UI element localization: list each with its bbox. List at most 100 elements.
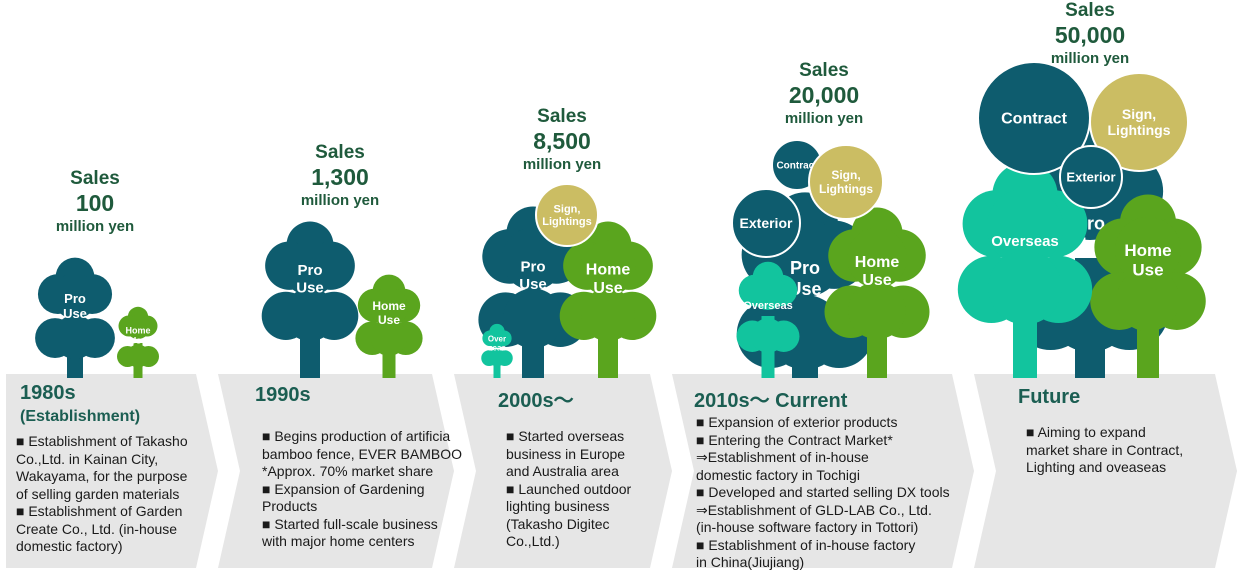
bullet-line: business in Europe <box>506 445 626 462</box>
bubble-label: Contract <box>776 161 818 172</box>
bullet-line: (Takasho Digitec <box>506 515 610 532</box>
arrow-segment-3 <box>454 374 672 568</box>
bubble-label: Sign, <box>831 168 860 182</box>
bubble-label: Contract <box>1001 111 1067 128</box>
bubble-future-sign-lightings: Sign,Lightings <box>1089 72 1189 172</box>
sales-unit: million yen <box>55 218 135 235</box>
bubble-label: Exterior <box>740 215 793 231</box>
bullet-line: ■ Begins production of artificia <box>262 428 451 444</box>
bubble-2000s-sign-lightings: Sign,Lightings <box>535 183 599 247</box>
bullet-line: Co.,Ltd.) <box>506 533 560 549</box>
sales-label: Sales <box>315 142 365 163</box>
bubble-label: Sign, <box>554 203 581 215</box>
tree-label: Pro <box>520 259 545 276</box>
bubble-2010s-sign-lightings: Sign,Lightings <box>808 144 884 220</box>
tree-label: Pro <box>64 291 86 306</box>
era-subtitle-1: (Establishment) <box>20 408 141 425</box>
era-title-3: 2000s〜 <box>498 390 574 412</box>
sales-label: Sales <box>1065 0 1115 21</box>
tree-label: Use <box>593 280 622 297</box>
bullet-line: and Australia area <box>506 463 619 479</box>
tree-2000s-overseas: Overseas <box>481 323 513 378</box>
bubble-label: Sign, <box>1122 106 1156 122</box>
era-title-5: Future <box>1018 386 1081 408</box>
bullet-line: ⇒Establishment of GLD-LAB Co., Ltd. <box>696 501 932 518</box>
bullet-line: ■ Establishment of Takasho <box>16 433 188 449</box>
tree-label: Use <box>63 306 87 321</box>
tree-label: Use <box>296 279 324 296</box>
bullet-line: ■ Launched outdoor <box>506 480 632 497</box>
tree-label: Pro <box>297 262 322 279</box>
tree-label: Overseas <box>743 300 793 312</box>
tree-label: Pro <box>790 258 820 278</box>
bullet-line: bamboo fence, EVER BAMBOO <box>262 445 462 462</box>
arrow-segment-4 <box>672 374 974 568</box>
bullet-line: domestic factory in Tochigi <box>696 466 860 483</box>
bubble-label: Lightings <box>542 216 592 228</box>
tree-label: Home <box>125 325 150 335</box>
bullet-line: *Approx. 70% market share <box>262 463 434 479</box>
bubble-label: Lightings <box>819 182 873 196</box>
bullet-line: Products <box>262 498 318 514</box>
timeline-arrow-band <box>6 374 1237 568</box>
bullet-line: ■ Developed and started selling DX tools <box>696 484 950 500</box>
sales-unit: million yen <box>784 110 864 127</box>
bubble-2010s-exterior: Exterior <box>731 188 801 258</box>
arrow-segment-1 <box>6 374 218 568</box>
tree-label: Home <box>855 254 900 271</box>
sales-value: 8,500 <box>533 128 591 154</box>
tree-label: Use <box>130 336 147 346</box>
tree-future-overseas: Overseas <box>957 162 1093 378</box>
era-bullets-4: ■ Expansion of exterior products■ Enteri… <box>696 414 950 572</box>
bullet-line: ■ Started full-scale business <box>262 515 438 532</box>
bullet-line: Wakayama, for the purpose <box>16 468 188 484</box>
era-title-1: 1980s <box>20 382 76 404</box>
bullet-line: ■ Started overseas <box>506 428 625 444</box>
tree-label: Use <box>1132 260 1163 279</box>
sales-label: Sales <box>799 60 849 81</box>
tree-label: Use <box>862 272 891 289</box>
bullet-line: ■ Expansion of Gardening <box>262 480 425 497</box>
bullet-line: domestic factory) <box>16 538 123 554</box>
sales-value: 20,000 <box>788 82 860 108</box>
bullet-line: ■ Expansion of exterior products <box>696 414 898 430</box>
era-title-4: 2010s〜 Current <box>694 390 848 412</box>
bullet-line: ⇒Establishment of in-house <box>696 449 869 465</box>
tree-label: Over <box>488 334 506 343</box>
sales-value: 100 <box>75 190 115 216</box>
bubble-future-exterior: Exterior <box>1059 145 1123 209</box>
tree-label: Home <box>586 262 631 279</box>
tree-label: Home <box>1124 241 1171 260</box>
sales-label: Sales <box>70 168 120 189</box>
tree-label: Home <box>372 299 406 313</box>
sales-label: Sales <box>537 106 587 127</box>
trees-layer: ProUseHomeUseProUseHomeUseProUseHomeUseO… <box>35 61 1206 378</box>
sales-unit: million yen <box>1050 50 1130 67</box>
sales-value: 1,300 <box>311 164 369 190</box>
tree-2010s-overseas: Overseas <box>736 261 800 378</box>
bullet-line: ■ Establishment of Garden <box>16 503 183 519</box>
tree-label: Use <box>519 276 547 293</box>
bullet-line: in China(Jiujiang) <box>696 554 805 570</box>
arrow-segment-5 <box>974 374 1237 568</box>
bubble-label: Exterior <box>1066 170 1115 185</box>
sales-unit: million yen <box>300 192 380 209</box>
bullet-line: of selling garden materials <box>16 485 180 502</box>
bullet-line: ■ Entering the Contract Market* <box>696 431 893 448</box>
